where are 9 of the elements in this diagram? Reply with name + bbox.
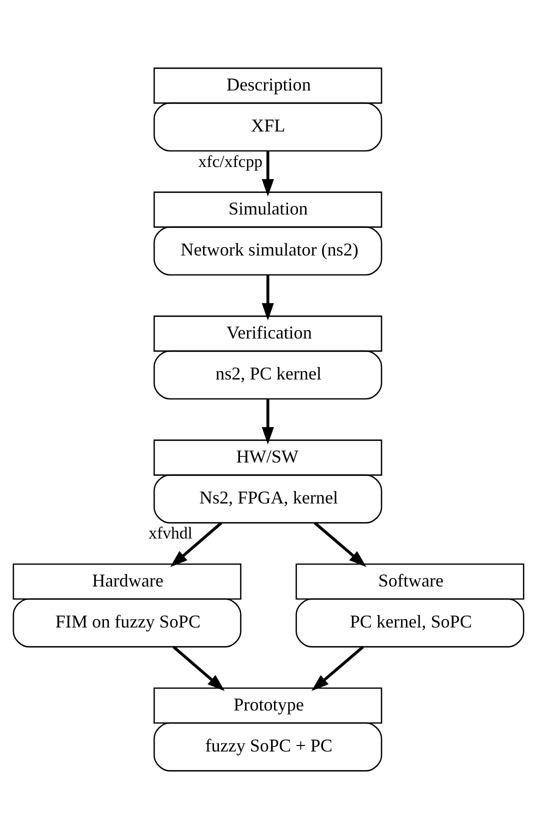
edge-label: xfc/xfcpp	[198, 151, 263, 170]
arrow	[262, 398, 274, 444]
arrow	[262, 274, 274, 320]
arrow	[170, 521, 222, 566]
arrow	[172, 645, 225, 690]
edge-label: xfvhdl	[148, 523, 192, 542]
arrow	[262, 150, 274, 196]
arrow	[314, 521, 366, 566]
arrow	[311, 645, 364, 690]
